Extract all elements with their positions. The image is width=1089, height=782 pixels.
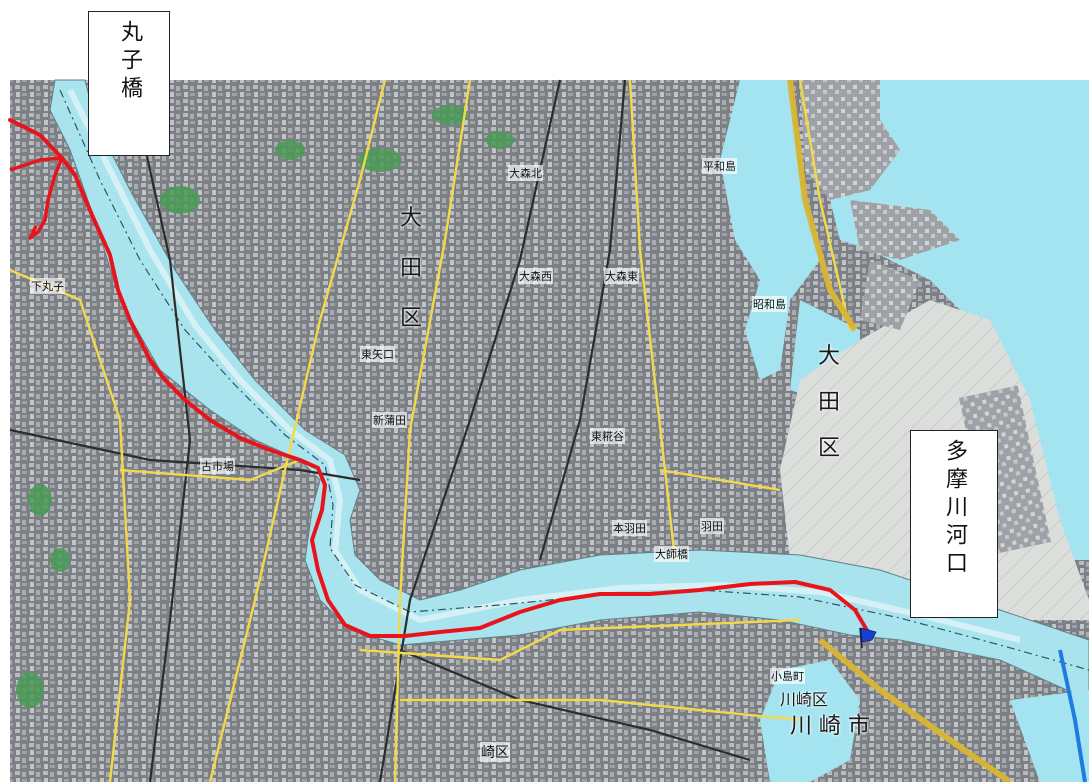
place-label: 崎区 (480, 742, 510, 762)
railways (9, 79, 751, 782)
place-label: 新蒲田 (372, 412, 407, 428)
place-label: 大森北 (508, 165, 543, 181)
ward-label-ota-bay: 大 田 区 (818, 338, 840, 462)
place-label: 大森西 (518, 268, 553, 284)
ward-label-char: 区 (400, 306, 423, 331)
ward-label-char: 田 (818, 390, 841, 415)
end-callout-tamagawa-kako: 多摩川河口 (910, 430, 998, 618)
ward-label-ota: 大 田 区 (400, 200, 422, 332)
place-label: 大森東 (604, 268, 639, 284)
start-callout-marukobashi: 丸子橋 (88, 11, 170, 156)
start-callout-text: 丸子橋 (117, 20, 142, 104)
park-areas (16, 105, 514, 708)
place-label: 大師橋 (654, 546, 689, 562)
ward-label-char: 区 (818, 436, 841, 461)
expressway (818, 637, 1012, 782)
airport-terminal (959, 385, 1051, 555)
place-label: 羽田 (700, 518, 724, 534)
place-label: 小島町 (770, 668, 805, 684)
place-label: 東矢口 (360, 346, 395, 362)
flag-icon (859, 627, 877, 649)
island-block (860, 260, 920, 330)
place-label: 本羽田 (612, 520, 647, 536)
place-label: 東糀谷 (590, 428, 625, 444)
island-block (800, 80, 900, 200)
route-track-spur (9, 156, 64, 240)
river-bank (67, 88, 1021, 643)
place-label: 下丸子 (30, 278, 65, 294)
island-block (850, 200, 960, 260)
ward-label-char: 田 (400, 256, 423, 281)
kawasaki-canal (760, 660, 860, 782)
route-track (8, 118, 870, 638)
expressway (787, 79, 858, 332)
end-callout-text: 多摩川河口 (942, 439, 967, 579)
place-label: 昭和島 (752, 296, 787, 312)
expressway (1058, 649, 1087, 782)
city-label-kawasaki: 川 崎 市 (790, 714, 870, 739)
ward-label-char: 大 (818, 344, 841, 369)
major-roads (9, 79, 852, 782)
kawasaki-canal (1010, 690, 1089, 782)
place-label: 古市場 (200, 458, 235, 474)
ward-label-kawasaki-ku: 川崎区 (780, 690, 829, 709)
place-label: 平和島 (702, 158, 737, 174)
ward-label-char: 大 (400, 206, 423, 231)
canal (720, 80, 820, 380)
